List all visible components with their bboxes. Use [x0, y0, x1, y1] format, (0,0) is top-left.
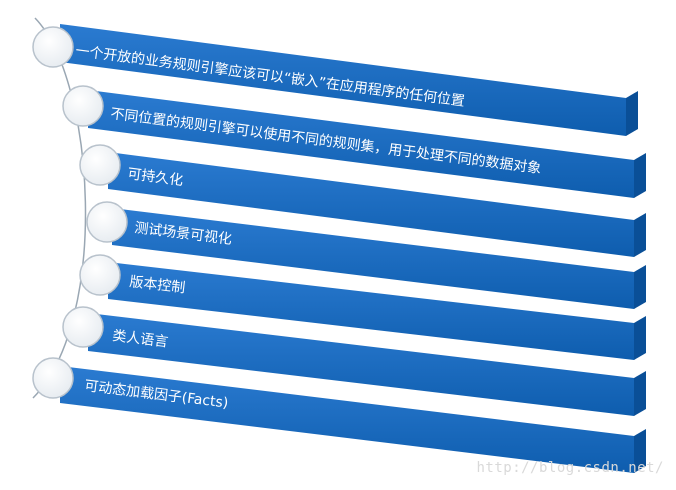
feature-band-side — [634, 429, 646, 473]
feature-band — [60, 366, 634, 473]
feature-band-side — [634, 371, 646, 416]
feature-label: 可持久化 — [126, 166, 184, 189]
feature-label: 类人语言 — [112, 328, 170, 351]
feature-band — [88, 313, 634, 416]
feature-bullet-circle — [62, 306, 104, 348]
feature-bullet-circle — [79, 144, 121, 186]
feature-bullet-circle — [32, 26, 74, 68]
feature-label: 版本控制 — [129, 274, 186, 296]
feature-band — [88, 90, 634, 198]
feature-item-4: 测试场景可视化 — [86, 201, 646, 309]
feature-band-side — [634, 213, 646, 257]
feature-band-side — [634, 316, 646, 360]
feature-item-3: 可持久化 — [79, 144, 646, 257]
feature-band — [108, 152, 634, 257]
feature-item-7: 可动态加载因子(Facts) — [32, 357, 646, 473]
feature-item-6: 类人语言 — [62, 306, 646, 416]
feature-bullet-circle — [32, 357, 74, 399]
feature-band — [112, 208, 634, 309]
feature-band-side — [626, 91, 638, 136]
feature-band-side — [634, 153, 646, 198]
feature-band-side — [634, 265, 646, 309]
feature-item-5: 版本控制 — [79, 254, 646, 360]
feature-bullet-circle — [62, 85, 104, 127]
feature-band — [108, 262, 634, 360]
feature-band — [60, 24, 626, 136]
feature-bullet-circle — [79, 254, 121, 296]
feature-bullet-circle — [86, 201, 128, 243]
watermark-text: http://blog.csdn.net/ — [476, 460, 664, 476]
